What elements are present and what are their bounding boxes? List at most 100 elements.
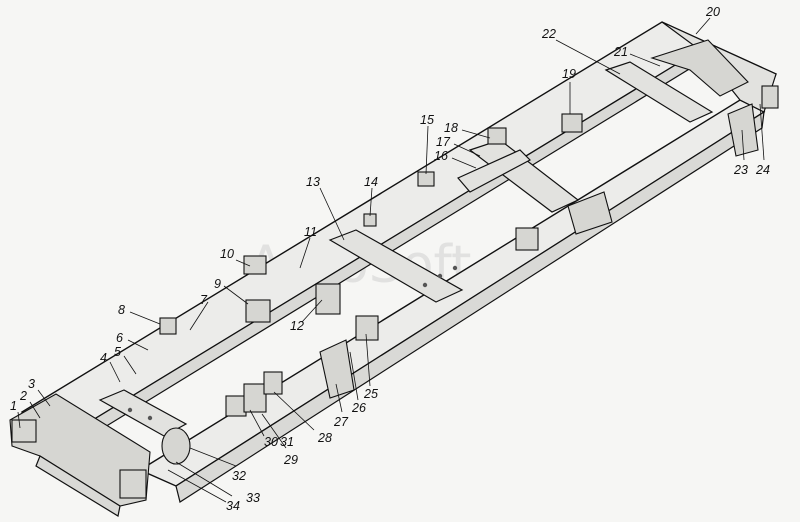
- bracket-25: [355, 315, 379, 341]
- leader-line: [741, 129, 745, 161]
- leader-line: [29, 401, 41, 419]
- rear-hook-24: [761, 85, 779, 109]
- callout-29: 29: [283, 453, 298, 467]
- front-hook-left: [11, 419, 37, 443]
- bracket-15: [417, 171, 435, 187]
- chassis-frame: [9, 21, 779, 517]
- callout-5: 5: [114, 345, 121, 359]
- leader-line: [37, 389, 51, 407]
- bracket-mid-rail: [515, 227, 539, 251]
- leader-line: [369, 187, 373, 217]
- front-spring-bracket: [161, 427, 191, 465]
- leader-line: [123, 355, 137, 375]
- callout-12: 12: [290, 319, 304, 333]
- bracket-8: [159, 317, 177, 335]
- callout-8: 8: [118, 303, 125, 317]
- rear-spring-bracket: [567, 191, 613, 235]
- bracket-10: [243, 255, 267, 275]
- leader-line: [249, 409, 265, 437]
- cross-member-rear: [604, 61, 714, 123]
- rivet-hole: [147, 415, 153, 421]
- callout-33: 33: [246, 491, 260, 505]
- tow-hook-23: [727, 103, 759, 157]
- callout-10: 10: [220, 247, 234, 261]
- bracket-31: [225, 395, 247, 417]
- leader-line: [629, 53, 661, 67]
- callout-18: 18: [444, 121, 458, 135]
- leader-line: [17, 411, 21, 429]
- callout-21: 21: [613, 45, 628, 59]
- leader-line: [425, 125, 429, 175]
- callout-15: 15: [420, 113, 434, 127]
- leader-line: [273, 391, 315, 431]
- callout-22: 22: [541, 27, 556, 41]
- leader-line: [189, 301, 209, 331]
- leader-line: [299, 237, 311, 269]
- rivet-hole: [437, 273, 443, 279]
- callout-2: 2: [19, 389, 27, 403]
- callout-30: 30: [264, 435, 278, 449]
- callout-6: 6: [116, 331, 123, 345]
- callout-26: 26: [351, 401, 366, 415]
- leader-line: [129, 311, 161, 325]
- callout-13: 13: [306, 175, 320, 189]
- bracket-30: [243, 383, 267, 413]
- callout-23: 23: [733, 163, 748, 177]
- cross-member-x-brace-2: [457, 149, 531, 193]
- bracket-19: [561, 113, 583, 133]
- callout-27: 27: [333, 415, 349, 429]
- callout-20: 20: [705, 5, 720, 19]
- callout-labels: 1 2 3 4 5 6 7 8 9 10 11 12 13 14 15 16 1…: [10, 5, 770, 513]
- leader-line: [175, 461, 233, 497]
- leader-line: [319, 187, 345, 241]
- leader-line: [555, 39, 621, 75]
- callout-32: 32: [232, 469, 246, 483]
- bracket-28: [263, 371, 283, 395]
- spring-hanger-27: [319, 339, 355, 399]
- cross-member-middle: [328, 229, 464, 303]
- leader-line: [167, 469, 227, 503]
- leader-line: [759, 103, 765, 161]
- callout-34: 34: [226, 499, 240, 513]
- leader-line: [335, 383, 343, 413]
- callout-11: 11: [304, 225, 317, 239]
- leader-line: [223, 285, 249, 305]
- cross-member-front: [98, 389, 188, 437]
- callout-25: 25: [363, 387, 378, 401]
- leader-line: [127, 339, 149, 351]
- callout-17: 17: [436, 135, 451, 149]
- callout-24: 24: [755, 163, 770, 177]
- callout-19: 19: [562, 67, 576, 81]
- leader-line: [235, 259, 251, 267]
- shock-absorber-bracket-12: [315, 283, 341, 315]
- front-bumper: [9, 393, 151, 507]
- leader-line: [451, 157, 477, 169]
- rivet-hole: [127, 407, 133, 413]
- front-bumper-face: [35, 455, 121, 517]
- rivet-hole: [422, 282, 428, 288]
- callout-1: 1: [10, 399, 17, 413]
- leader-line: [453, 143, 481, 157]
- leader-line: [695, 17, 711, 35]
- leader-line: [109, 361, 121, 383]
- leader-line: [301, 299, 323, 323]
- leader-line: [189, 447, 237, 467]
- leader-line: [349, 351, 359, 401]
- callout-16: 16: [434, 149, 448, 163]
- callout-9: 9: [214, 277, 221, 291]
- callout-7: 7: [200, 293, 208, 307]
- callout-3: 3: [28, 377, 35, 391]
- leader-lines: [17, 17, 765, 503]
- rivet-hole: [452, 265, 458, 271]
- rear-brace: [650, 39, 749, 97]
- callout-14: 14: [364, 175, 378, 189]
- callout-4: 4: [100, 351, 107, 365]
- bracket-18: [487, 127, 507, 145]
- callout-28: 28: [317, 431, 332, 445]
- front-hook-right: [119, 469, 147, 499]
- callout-31: 31: [280, 435, 294, 449]
- bracket-9: [245, 299, 271, 323]
- leader-line: [461, 129, 491, 139]
